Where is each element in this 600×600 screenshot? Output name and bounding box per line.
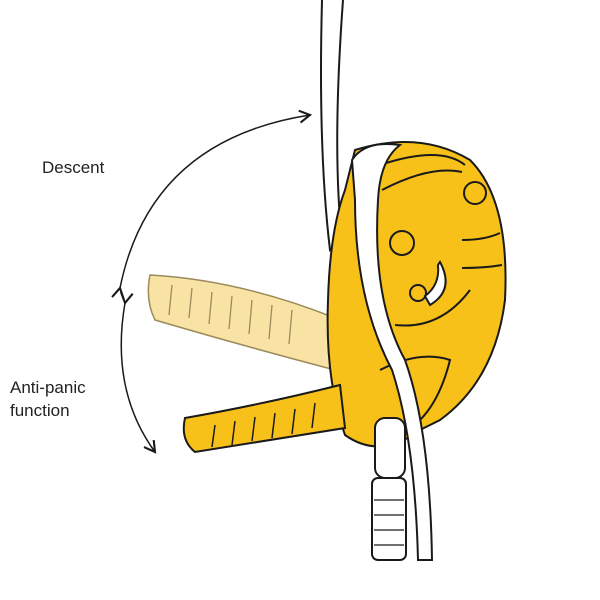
- handle-anti-panic-position: [182, 383, 347, 454]
- anti-panic-label-line1: Anti-panic: [10, 378, 86, 397]
- rope-main: [350, 143, 434, 561]
- handle-descent-position: [147, 274, 336, 371]
- anti-panic-arrow: [119, 291, 157, 454]
- carabiner: [371, 417, 407, 561]
- anti-panic-label-line2: function: [10, 401, 70, 420]
- descent-arrow: [111, 109, 313, 300]
- descent-label: Descent: [42, 158, 105, 177]
